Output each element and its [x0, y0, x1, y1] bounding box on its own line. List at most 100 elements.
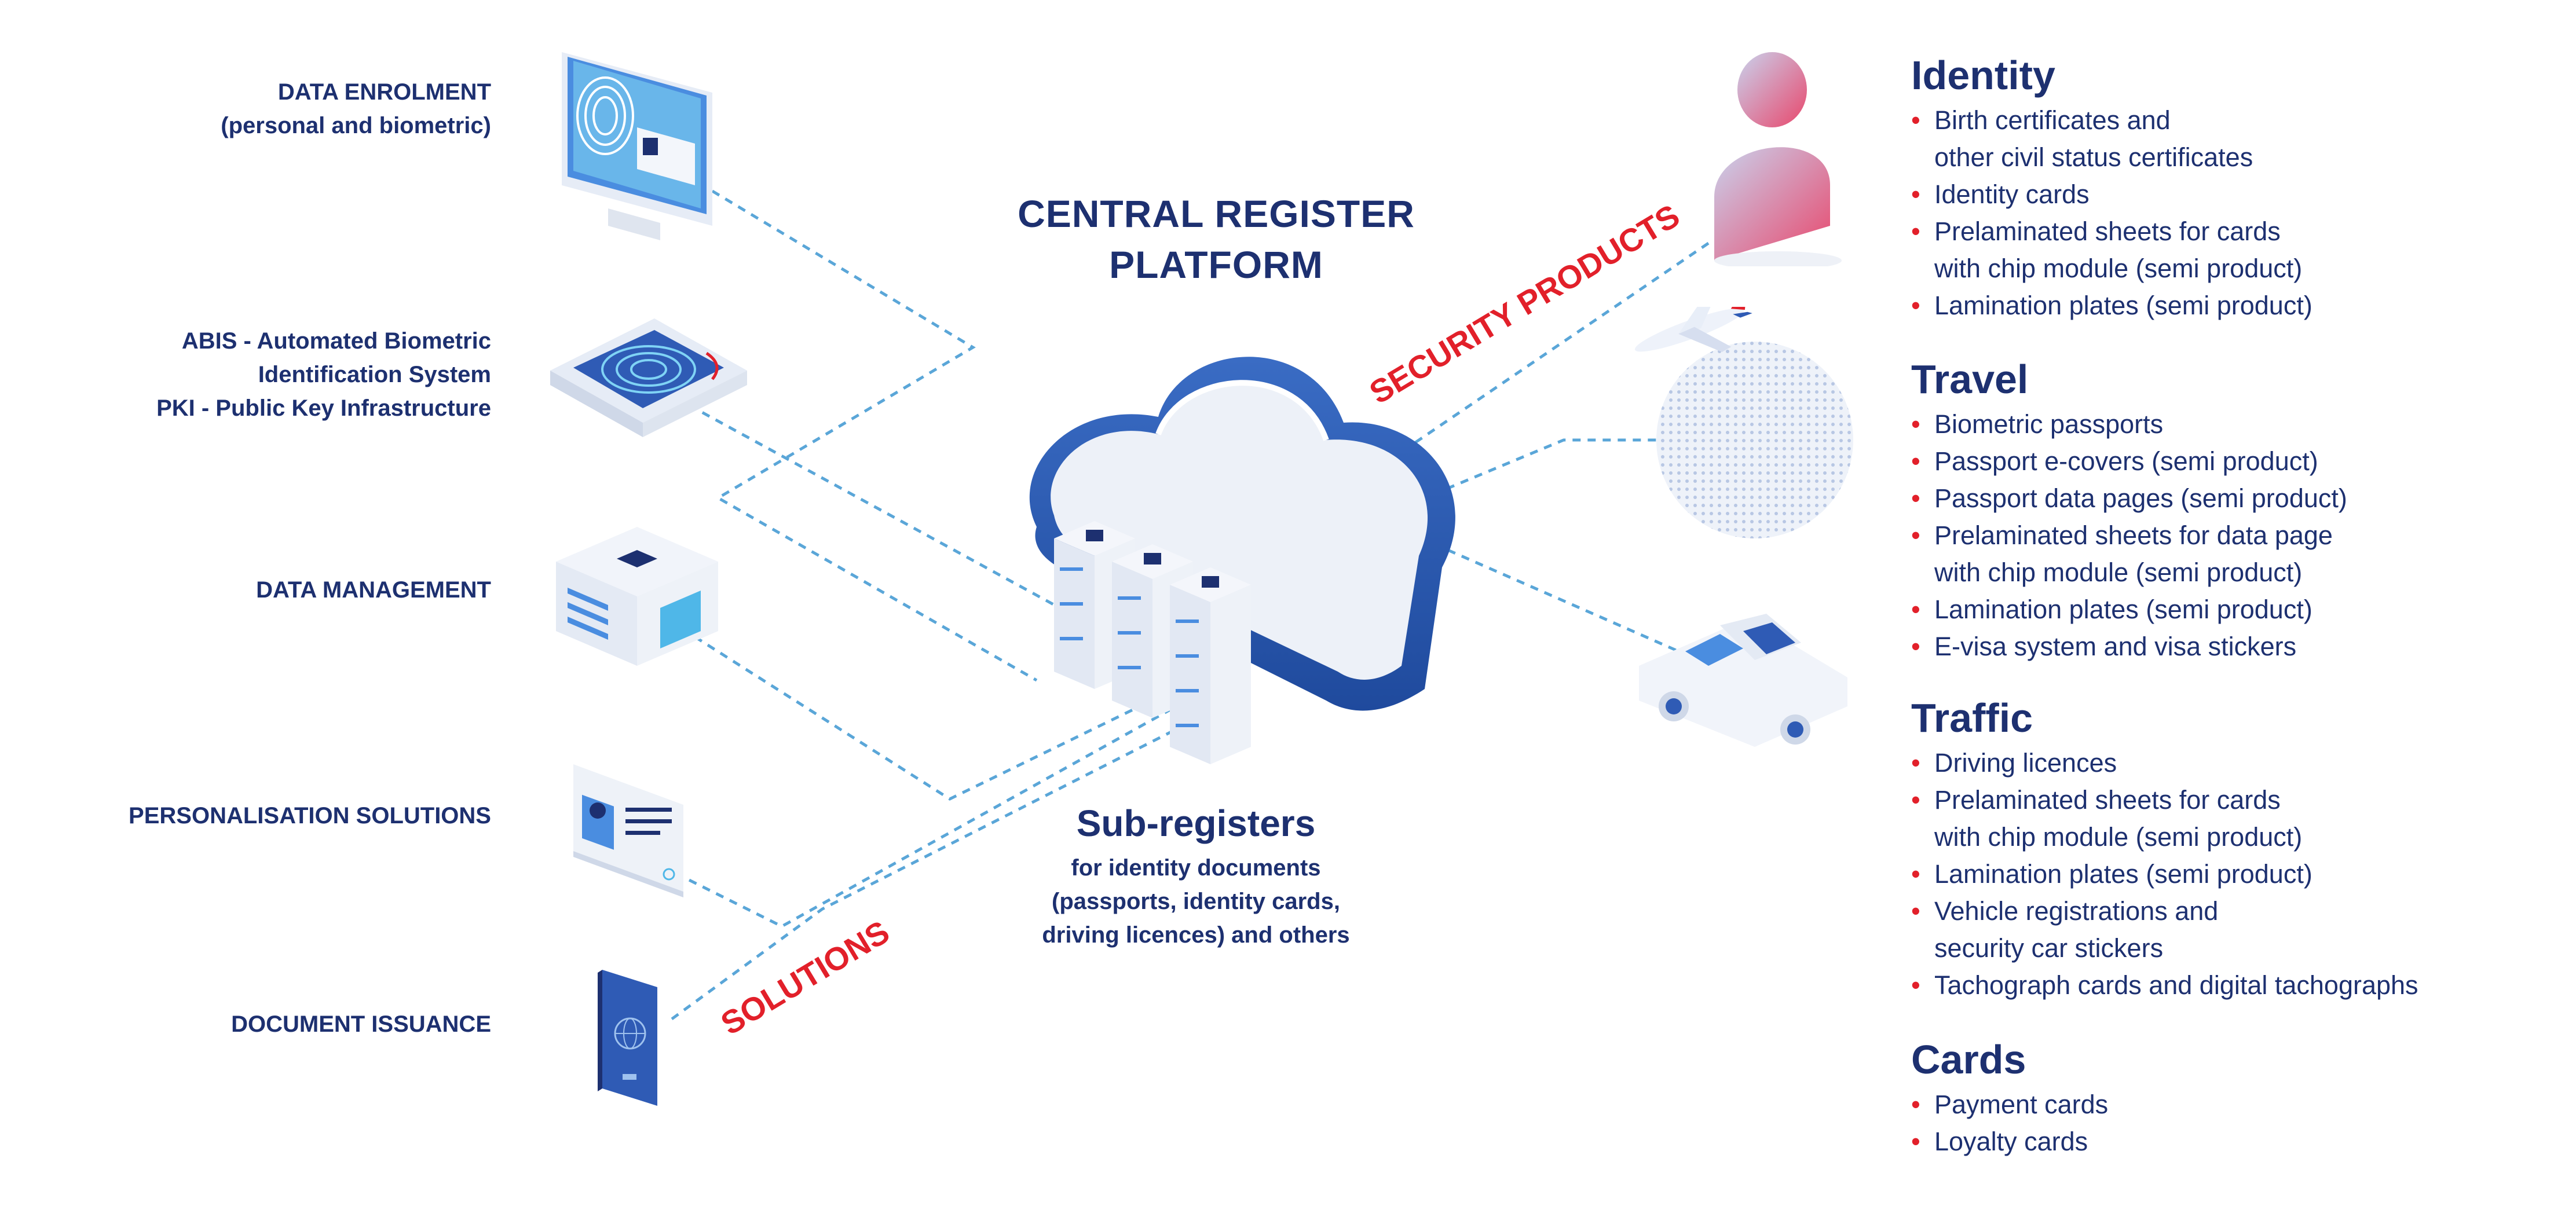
cloud-icon: [1029, 357, 1455, 711]
list-item: • Biometric passports: [1911, 406, 2560, 443]
bullet-icon: •: [1911, 748, 1920, 778]
data-server-box-icon: [556, 527, 718, 666]
bullet-icon: •: [1911, 859, 1920, 889]
list-item: •Identity cards: [1911, 176, 2560, 213]
bullet-icon: •: [1911, 217, 1920, 246]
connector-data-management: [694, 635, 1188, 801]
list-item: • Lamination plates (semi product): [1911, 591, 2560, 628]
fingerprint-scanner-icon: [550, 318, 747, 437]
solution-label-document-issuance: DOCUMENT ISSUANCE: [0, 1007, 491, 1041]
bullet-icon: •: [1911, 896, 1920, 926]
bullet-icon: •: [1911, 595, 1920, 624]
bullet-icon: •: [1911, 409, 1920, 439]
bullet-icon: •: [1911, 291, 1920, 320]
solution-line: DATA ENROLMENT: [277, 79, 491, 105]
list-item-line: Tachograph cards and digital tachographs: [1934, 970, 2418, 1000]
connector-enrolment: [711, 189, 1038, 682]
list-item: • Payment cards: [1911, 1086, 2560, 1123]
list-item-line: with chip module (semi product): [1934, 822, 2303, 852]
connector-personalisation: [688, 702, 1183, 928]
list-item-line: security car stickers: [1934, 933, 2164, 963]
sub-desc-line: driving licences) and others: [1042, 922, 1350, 948]
category-title: Cards: [1911, 1037, 2026, 1082]
car-icon: [1639, 614, 1847, 747]
list-item: • Prelaminated sheets for data page with c…: [1911, 517, 2560, 591]
category-items: • Driving licences • Prelaminated sheets f…: [1911, 745, 2560, 1004]
list-item: • Lamination plates (semi product): [1911, 287, 2560, 324]
list-item-line: Vehicle registrations and: [1934, 896, 2219, 926]
bullet-icon: •: [1911, 520, 1920, 550]
list-item-line: Prelaminated sheets for cards: [1934, 217, 2281, 246]
list-item-line: Lamination plates (semi product): [1934, 595, 2312, 624]
list-item-line: Loyalty cards: [1934, 1127, 2088, 1156]
list-item-line: Identity cards: [1934, 179, 2090, 209]
category-title: Travel: [1911, 357, 2029, 402]
list-item-line: Biometric passports: [1934, 409, 2164, 439]
list-item-line: other civil status certificates: [1934, 142, 2253, 172]
category-travel: Travel •Biometric passports •Passport e-…: [1911, 356, 2560, 665]
person-icon: [1714, 52, 1842, 266]
list-item-line: Passport e-covers (semi product): [1934, 446, 2318, 476]
sub-desc-line: (passports, identity cards,: [1052, 889, 1340, 914]
list-item: • Loyalty cards: [1911, 1123, 2560, 1160]
list-item: • Vehicle registrations and security car s…: [1911, 893, 2560, 967]
connector-issuance: [671, 722, 1188, 1021]
sub-registers-title: Sub-registers: [1076, 802, 1316, 844]
central-register-title: CENTRAL REGISTER PLATFORM: [985, 188, 1448, 290]
id-card-icon: [573, 764, 683, 897]
bullet-icon: •: [1911, 785, 1920, 815]
category-items: • Payment cards • Loyalty cards: [1911, 1086, 2560, 1160]
list-item-line: with chip module (semi product): [1934, 254, 2303, 283]
solution-line: (personal and biometric): [221, 113, 491, 138]
connector-traffic: [1447, 548, 1686, 656]
bullet-icon: •: [1911, 1127, 1920, 1156]
list-item: • Passport data pages (semi product): [1911, 480, 2560, 517]
solution-line: DOCUMENT ISSUANCE: [231, 1011, 491, 1037]
category-cards: Cards • Payment cards • Loyalty cards: [1911, 1036, 2560, 1160]
solution-line: Identification System: [258, 362, 491, 387]
category-identity: Identity • Birth certificates and other ci…: [1911, 52, 2560, 324]
list-item: • Prelaminated sheets for cards with chip …: [1911, 782, 2560, 856]
category-items: •Biometric passports •Passport e-covers …: [1911, 406, 2560, 665]
list-item: • Prelaminated sheets for cards with chip …: [1911, 213, 2560, 287]
list-item-line: Passport data pages (semi product): [1934, 483, 2347, 513]
list-item: •E-visa system and visa stickers: [1911, 628, 2560, 665]
list-item-line: Driving licences: [1934, 748, 2117, 778]
bullet-icon: •: [1911, 483, 1920, 513]
server-racks-icon: [1054, 521, 1251, 764]
list-item-line: with chip module (semi product): [1934, 558, 2303, 587]
list-item: •Passport e-covers (semi product): [1911, 443, 2560, 480]
solution-line: ABIS - Automated Biometric: [181, 328, 491, 354]
list-item-line: Birth certificates and: [1934, 105, 2171, 135]
list-item: • Lamination plates (semi product): [1911, 856, 2560, 893]
bullet-icon: •: [1911, 105, 1920, 135]
bullet-icon: •: [1911, 1090, 1920, 1119]
category-traffic: Traffic • Driving licences • Prelaminated …: [1911, 695, 2560, 1004]
list-item-line: Payment cards: [1934, 1090, 2109, 1119]
solution-line: DATA MANAGEMENT: [256, 577, 491, 603]
sub-registers-description: for identity documents (passports, ident…: [979, 851, 1413, 952]
central-title-line: CENTRAL REGISTER: [1018, 192, 1415, 235]
category-title: Traffic: [1911, 695, 2033, 741]
list-item-line: Lamination plates (semi product): [1934, 859, 2312, 889]
bullet-icon: •: [1911, 970, 1920, 1000]
solution-line: PERSONALISATION SOLUTIONS: [129, 803, 491, 829]
list-item-line: Prelaminated sheets for data page: [1934, 520, 2333, 550]
list-item-line: Prelaminated sheets for cards: [1934, 785, 2281, 815]
category-items: • Birth certificates and other civil statu…: [1911, 102, 2560, 324]
list-item: • Driving licences: [1911, 745, 2560, 782]
solution-line: PKI - Public Key Infrastructure: [156, 395, 491, 421]
solution-label-abis-pki: ABIS - Automated Biometric Identificatio…: [0, 324, 491, 425]
connector-abis: [688, 404, 1061, 610]
list-item-line: Lamination plates (semi product): [1934, 291, 2312, 320]
list-item: • Tachograph cards and digital tachograph…: [1911, 967, 2560, 1004]
category-title: Identity: [1911, 53, 2055, 98]
central-title-line: PLATFORM: [1109, 243, 1323, 286]
sub-desc-line: for identity documents: [1071, 855, 1321, 881]
list-item: • Birth certificates and other civil statu…: [1911, 102, 2560, 176]
passport-icon: [598, 970, 657, 1106]
solution-label-personalisation: PERSONALISATION SOLUTIONS: [0, 799, 491, 833]
solution-label-data-enrolment: DATA ENROLMENT (personal and biometric): [0, 75, 491, 142]
globe-airplane-icon: [1634, 307, 1853, 538]
